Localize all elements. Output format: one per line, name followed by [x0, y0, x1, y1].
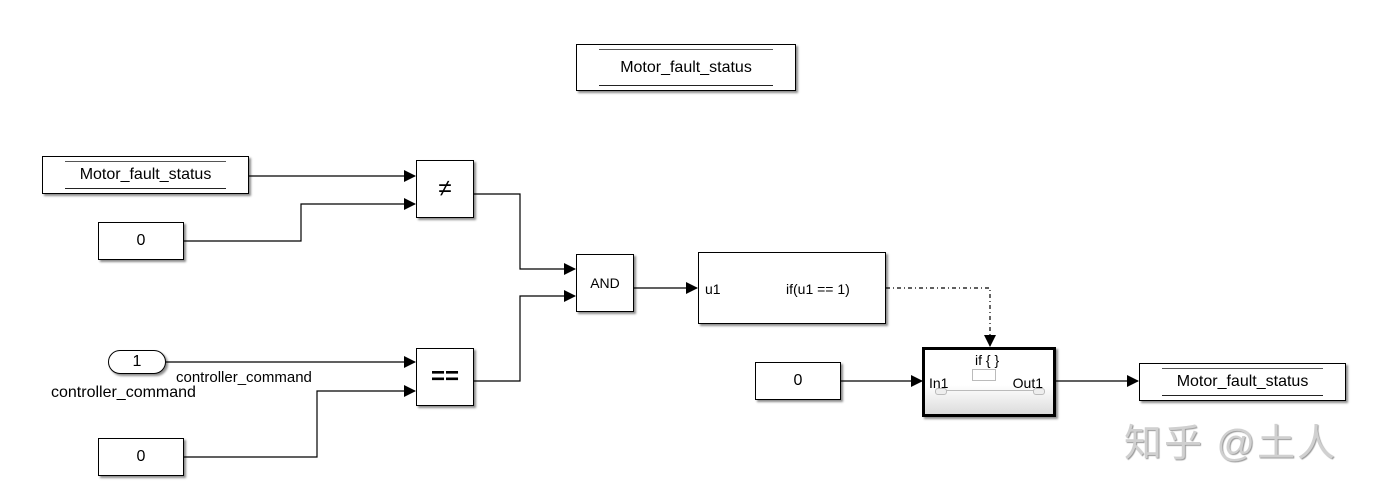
equal-operator-block[interactable]: ==: [416, 348, 474, 406]
wire-neq-to-and: [474, 193, 576, 275]
dsm-bottom-bar: [599, 85, 773, 86]
in-port-icon: [935, 388, 947, 395]
subsystem-title: if { }: [975, 352, 1000, 368]
if-action-subsystem[interactable]: if { } In1 Out1: [922, 347, 1056, 417]
constant-block-c[interactable]: 0: [755, 362, 841, 400]
inport-block[interactable]: 1: [108, 350, 166, 374]
dsm-label: Motor_fault_status: [620, 58, 752, 76]
inport-number: 1: [132, 353, 142, 370]
wire-const-b-to-eq: [184, 385, 416, 458]
operator-symbol: ≠: [438, 175, 452, 202]
subsystem-in-port-label: In1: [929, 375, 949, 391]
dsw-bottom-bar: [1162, 395, 1323, 396]
and-operator-block[interactable]: AND: [576, 254, 634, 312]
operator-label: AND: [590, 275, 620, 291]
wire-eq-to-and: [474, 290, 576, 382]
dsw-label: Motor_fault_status: [1176, 373, 1309, 390]
dsr-bottom-bar: [65, 188, 226, 189]
dsm-top-bar: [599, 49, 773, 50]
operator-symbol: ==: [430, 363, 460, 390]
wire-if-action: [886, 287, 996, 347]
watermark: 知乎 @土人: [1124, 423, 1338, 465]
wire-const-a-to-neq: [184, 198, 416, 242]
inport-name-label: controller_command: [51, 384, 196, 401]
subsystem-out-port-label: Out1: [1012, 375, 1043, 391]
if-block[interactable]: u1 if(u1 == 1): [698, 252, 886, 324]
signal-name-label[interactable]: controller_command: [176, 369, 312, 386]
constant-value: 0: [136, 448, 146, 465]
if-input-port-label: u1: [705, 281, 721, 297]
data-store-write-block[interactable]: Motor_fault_status: [1139, 363, 1346, 401]
out-port-icon: [1033, 388, 1045, 395]
data-store-read-block[interactable]: Motor_fault_status: [42, 156, 249, 194]
not-equal-operator-block[interactable]: ≠: [416, 160, 474, 218]
constant-value: 0: [136, 232, 146, 249]
dsr-label: Motor_fault_status: [79, 166, 212, 183]
constant-value: 0: [793, 372, 803, 389]
if-condition-label: if(u1 == 1): [786, 281, 850, 297]
data-store-memory-block[interactable]: Motor_fault_status: [576, 44, 796, 91]
dsr-top-bar: [65, 161, 226, 162]
constant-block-b[interactable]: 0: [98, 438, 184, 476]
action-port-icon: [972, 369, 996, 381]
dsw-top-bar: [1162, 368, 1323, 369]
passthrough-line-icon: [939, 390, 1039, 391]
constant-block-a[interactable]: 0: [98, 222, 184, 260]
